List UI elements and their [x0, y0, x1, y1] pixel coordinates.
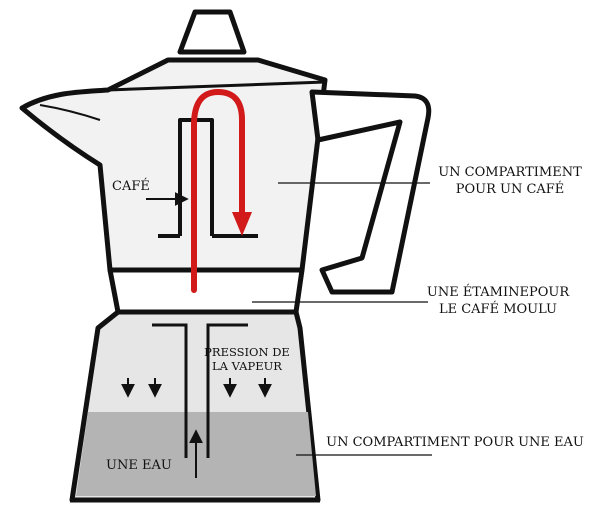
lower-boiler — [69, 309, 321, 503]
label-coffee-compartment-1: UN COMPARTIMENT — [438, 165, 582, 180]
label-water-compartment: UN COMPARTIMENT POUR UNE EAU — [326, 435, 584, 450]
upper-chamber — [19, 57, 328, 273]
label-coffee-compartment-2: POUR UN CAFÉ — [456, 181, 565, 197]
funnel-tube — [152, 323, 248, 458]
steam-pressure-arrows — [121, 378, 272, 398]
filter-section — [107, 267, 305, 315]
leader-lines — [252, 182, 432, 456]
label-cafe: CAFÉ — [112, 178, 150, 194]
label-steam-1: PRESSION DE — [204, 345, 290, 359]
label-steam-2: LA VAPEUR — [212, 359, 282, 373]
handle — [309, 89, 432, 295]
label-filter-1: UNE ÉTAMINEPOUR — [427, 284, 570, 300]
label-filter-2: LE CAFÉ MOULU — [439, 301, 557, 317]
coffee-flow-arrow — [191, 88, 252, 293]
label-water: UNE EAU — [106, 458, 172, 473]
lid-knob — [177, 9, 247, 55]
